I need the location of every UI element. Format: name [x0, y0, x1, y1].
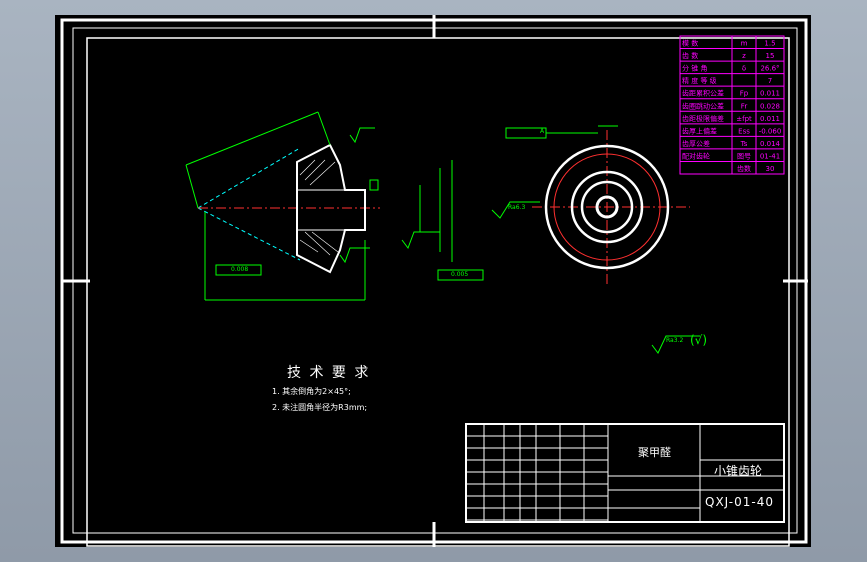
- tech-requirements-title: 技 术 要 求: [287, 365, 371, 381]
- param-cell-label: 齿厚公差: [682, 139, 710, 148]
- param-table: [679, 35, 785, 175]
- param-cell-label: 分 锥 角: [682, 64, 707, 73]
- param-cell-label: 配对齿轮: [682, 151, 710, 160]
- tech-requirement-item: 2. 未注圆角半径为R3mm;: [272, 403, 368, 412]
- param-cell-symbol: m: [741, 40, 748, 48]
- drawing-canvas[interactable]: [55, 15, 811, 547]
- param-cell-symbol: Fr: [741, 102, 748, 110]
- datum-label: A: [540, 128, 545, 135]
- param-cell-label: 精 度 等 级: [682, 76, 717, 85]
- inner-border: [86, 37, 790, 547]
- roughness-symbol: [651, 335, 700, 354]
- param-cell-label: 模 数: [682, 39, 698, 48]
- tolerance-label: 0.008: [231, 266, 249, 273]
- tech-requirement-item: 1. 其余倒角为2×45°;: [272, 387, 351, 396]
- param-cell-label: 齿 数: [682, 51, 698, 60]
- param-cell-symbol: Ts: [740, 140, 748, 148]
- param-cell-symbol: Ess: [738, 127, 750, 135]
- param-cell-symbol: 图号: [737, 152, 751, 160]
- roughness-right-label: Ra6.3: [508, 204, 526, 211]
- gear-section-view: [185, 111, 484, 301]
- param-cell-value: 01-41: [760, 152, 780, 160]
- param-cell-value: -0.060: [759, 127, 782, 135]
- param-cell-value: 26.6°: [760, 65, 779, 73]
- param-cell-value: 7: [768, 77, 772, 85]
- drawing-number: QXJ-01-40: [705, 495, 774, 509]
- param-cell-value: 0.011: [760, 115, 780, 123]
- roughness-main-label: Ra3.2: [666, 337, 684, 344]
- param-cell-label: 齿距累积公差: [682, 89, 724, 98]
- param-cell-symbol: 齿数: [737, 164, 751, 173]
- param-cell-value: 0.011: [760, 90, 780, 98]
- param-cell-label: 齿圈跳动公差: [682, 101, 724, 110]
- param-cell-symbol: ±fpt: [736, 115, 752, 123]
- param-cell-value: 1.5: [764, 40, 775, 48]
- param-cell-symbol: δ: [742, 65, 746, 73]
- param-cell-label: 齿厚上偏差: [682, 126, 717, 135]
- param-cell-symbol: Fp: [740, 90, 749, 98]
- part-name: 小锥齿轮: [714, 464, 763, 478]
- param-cell-value: 15: [766, 52, 775, 60]
- param-cell-symbol: z: [742, 52, 746, 60]
- tolerance-label: 0.005: [451, 271, 469, 278]
- param-cell-label: 齿距极限偏差: [682, 114, 724, 123]
- param-cell-value: 0.014: [760, 140, 781, 148]
- roughness-other-label: (√): [690, 333, 708, 347]
- param-cell-value: 30: [766, 165, 775, 173]
- param-cell-value: 0.028: [760, 102, 780, 110]
- material-label: 聚甲醛: [638, 446, 671, 459]
- gear-end-view: [491, 125, 690, 285]
